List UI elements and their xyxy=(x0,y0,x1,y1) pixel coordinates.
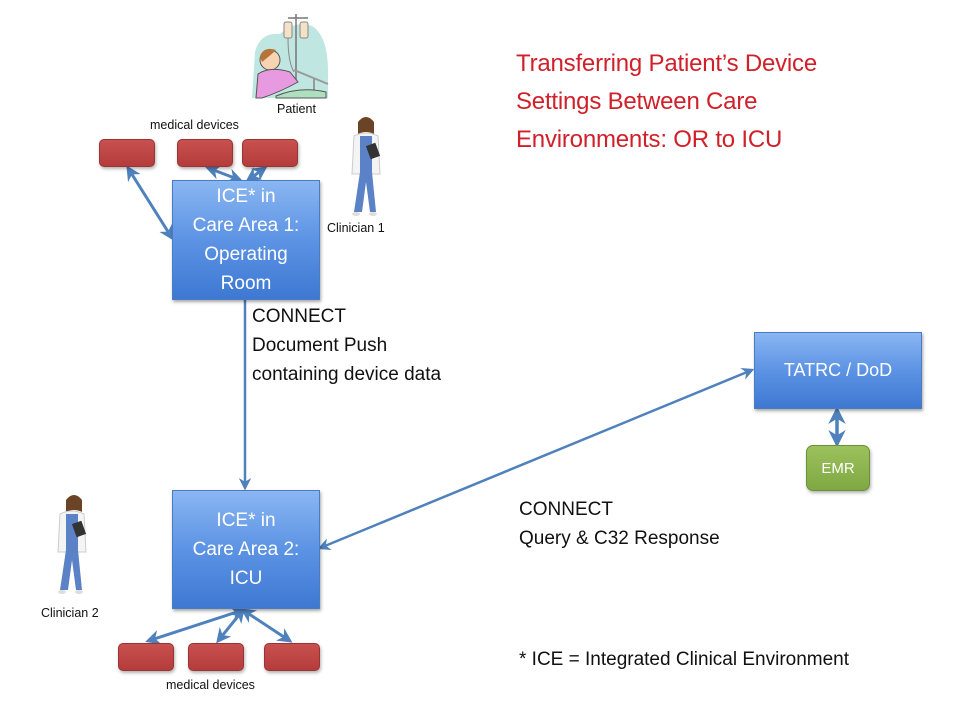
title-line-3: Environments: OR to ICU xyxy=(516,126,783,153)
arrow-device-top-1 xyxy=(126,165,174,241)
clinician-2-label: Clinician 2 xyxy=(41,606,99,620)
clinician-1-icon xyxy=(351,117,381,216)
ice-or-line-3: Operating xyxy=(204,244,288,265)
ice-icu-line-1: ICE* in xyxy=(216,510,276,531)
footnote: * ICE = Integrated Clinical Environment xyxy=(519,649,850,670)
medical-device-bottom-1[interactable] xyxy=(118,643,174,671)
edge-icu-tatrc-line-1: CONNECT xyxy=(519,499,613,520)
patient-label: Patient xyxy=(277,102,316,116)
ice-icu-line-3: ICU xyxy=(229,568,263,589)
ice-or-line-4: Room xyxy=(220,273,272,294)
medical-device-top-2[interactable] xyxy=(177,139,233,167)
medical-device-top-1[interactable] xyxy=(99,139,155,167)
clinician-2-icon xyxy=(57,495,87,594)
edge-icu-tatrc-line-2: Query & C32 Response xyxy=(519,528,720,549)
edge-or-icu-line-2: Document Push xyxy=(252,335,388,356)
medical-device-top-3[interactable] xyxy=(242,139,298,167)
ice-icu-line-2: Care Area 2: xyxy=(192,539,300,560)
medical-device-bottom-2[interactable] xyxy=(188,643,244,671)
ice-or-line-2: Care Area 1: xyxy=(192,215,300,236)
arrow-icu-tatrc xyxy=(317,368,755,550)
tatrc-dod-node[interactable]: TATRC / DoD xyxy=(754,332,922,409)
medical-device-bottom-3[interactable] xyxy=(264,643,320,671)
arrow-device-top-3 xyxy=(245,166,268,182)
edge-or-icu-line-1: CONNECT xyxy=(252,306,346,327)
title-line-1: Transferring Patient’s Device xyxy=(516,50,817,77)
arrow-device-bottom-3 xyxy=(240,608,293,643)
arrow-device-bottom-2 xyxy=(216,607,245,644)
emr-label: EMR xyxy=(821,459,855,477)
ice-or-line-1: ICE* in xyxy=(216,186,276,207)
clinician-1-label: Clinician 1 xyxy=(327,221,385,235)
emr-node[interactable]: EMR xyxy=(806,445,870,491)
patient-icon xyxy=(252,14,329,99)
arrow-device-top-2 xyxy=(205,165,243,183)
edge-or-icu-line-3: containing device data xyxy=(252,364,442,385)
ice-icu-node[interactable]: ICE* in Care Area 2: ICU xyxy=(172,490,320,609)
medical-devices-top-label: medical devices xyxy=(150,118,239,132)
title-line-2: Settings Between Care xyxy=(516,88,758,115)
tatrc-label: TATRC / DoD xyxy=(783,360,893,380)
ice-operating-room-node[interactable]: ICE* in Care Area 1: Operating Room xyxy=(172,180,320,300)
medical-devices-bottom-label: medical devices xyxy=(166,678,255,692)
